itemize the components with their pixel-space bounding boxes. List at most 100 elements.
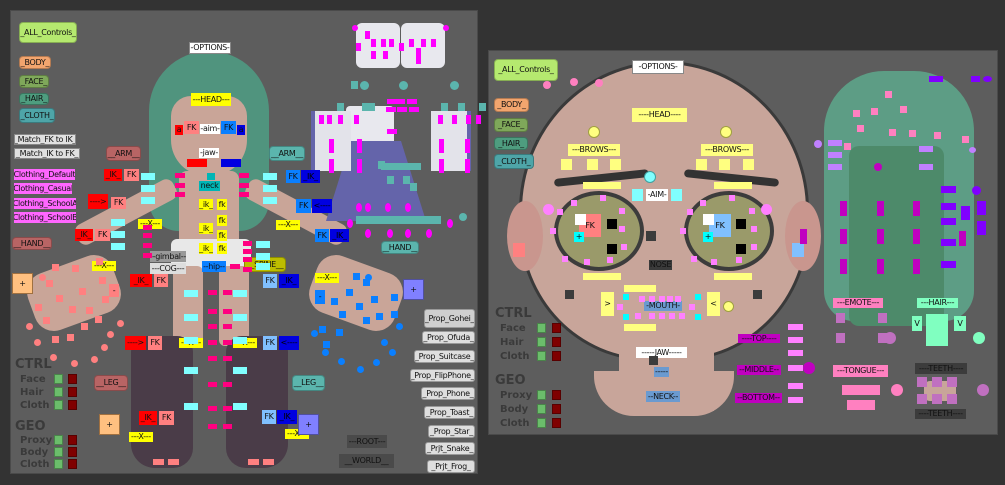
left-eye-control[interactable]: a [237, 125, 245, 135]
finger-control[interactable] [43, 317, 50, 324]
all-controls-button[interactable]: _ALL_Controls_ [494, 59, 558, 81]
hair-front-control[interactable] [962, 136, 969, 143]
neck-mid-control[interactable]: ----- [654, 367, 669, 377]
finger-control[interactable] [46, 280, 53, 287]
skirt-hem-control[interactable] [426, 229, 432, 238]
emote-control[interactable] [836, 333, 845, 343]
finger-control[interactable] [391, 294, 398, 301]
geo-body-show-toggle[interactable] [54, 447, 63, 457]
hair-front-control[interactable] [909, 130, 916, 137]
upper-lid-line[interactable] [714, 182, 752, 189]
hair-front-control[interactable] [889, 129, 896, 136]
lip-control[interactable] [649, 296, 655, 302]
hair-left-v-control[interactable]: V [912, 316, 922, 331]
finger-control[interactable] [35, 304, 42, 311]
tongue-master-control[interactable] [891, 384, 903, 396]
left-hand-group-button[interactable]: __HAND__ [381, 241, 419, 254]
right-eye-fk-control[interactable]: FK [184, 121, 199, 134]
right-hand-fk-switch[interactable]: FK [95, 229, 110, 241]
right-leg-ik-to-fk-arrow[interactable]: ----> [125, 336, 146, 350]
hair-front-control[interactable] [857, 125, 864, 132]
leg-twist-bar[interactable] [208, 424, 217, 429]
forearm-fk-bar[interactable] [111, 243, 125, 250]
bodice-control[interactable] [387, 99, 397, 104]
right-eye-ring-control[interactable] [711, 259, 717, 265]
mouth-corner-control[interactable] [623, 294, 629, 300]
right-eye-ring-control[interactable] [680, 228, 686, 234]
hair-accessory-control[interactable] [971, 76, 980, 82]
left-eye-plus-control[interactable]: + [574, 232, 584, 242]
hair-side-control[interactable] [788, 337, 803, 343]
right-hand-ik-switch[interactable]: _IK_ [75, 229, 93, 241]
right-arm-fk-button[interactable]: FK [111, 197, 126, 209]
ctrl-hair-hide-toggle[interactable] [68, 387, 77, 397]
forearm-twist-bar[interactable] [143, 225, 152, 230]
left-eye-ring-control[interactable] [607, 257, 613, 263]
left-elbow-x-control[interactable]: ---X--- [276, 220, 300, 230]
mouth-master-control[interactable] [723, 301, 734, 312]
left-eye-ring-control[interactable] [619, 226, 625, 232]
hair-strand-control[interactable] [919, 146, 933, 152]
pupil-control[interactable] [736, 244, 746, 254]
skirt-hem-control[interactable] [385, 203, 391, 212]
right-foot-ik-switch[interactable]: _IK_ [139, 411, 157, 425]
forearm-twist-bar[interactable] [243, 257, 252, 262]
hair-group-button[interactable]: _HAIR_ [19, 93, 49, 105]
mouth-corner-control[interactable] [623, 314, 629, 320]
right-arm-ik-to-fk-arrow[interactable]: ----> [88, 194, 108, 209]
spine-fk-2[interactable]: fk [217, 215, 227, 226]
eye-highlight-control[interactable] [703, 214, 714, 225]
finger-tip-control[interactable] [389, 349, 396, 356]
sleeve-control[interactable] [319, 115, 324, 124]
ctrl-cloth-hide-toggle[interactable] [68, 400, 77, 410]
skirt-hem-control[interactable] [356, 203, 362, 212]
finger-tip-control[interactable] [357, 366, 364, 373]
nose-bridge-control[interactable] [646, 231, 656, 241]
twist-bar[interactable] [175, 183, 185, 188]
lip-control[interactable] [659, 296, 665, 302]
finger-tip-control[interactable] [381, 339, 388, 346]
braid-side-control[interactable] [961, 206, 970, 220]
nose-control[interactable]: NOSE [649, 260, 672, 270]
sleeve-control[interactable] [338, 115, 343, 124]
hair-strand-control[interactable] [919, 164, 933, 170]
finger-control[interactable] [376, 313, 383, 320]
finger-tip-control[interactable] [338, 358, 345, 365]
leg-fk-bar[interactable] [233, 367, 247, 374]
options-button[interactable]: -OPTIONS- [632, 60, 684, 74]
left-foot-plus-control[interactable]: + [298, 414, 319, 435]
left-eye-ring-control[interactable] [584, 259, 590, 265]
right-lip-control[interactable] [187, 159, 207, 167]
right-eye-ring-control[interactable] [700, 200, 706, 206]
hair-side-master-control[interactable] [803, 362, 815, 374]
right-eye-fk-control[interactable]: FK [709, 214, 731, 237]
mouth-corner-control[interactable] [695, 294, 701, 300]
hair-side-control[interactable] [788, 365, 803, 371]
ctrl-hair-show-toggle[interactable] [537, 337, 546, 347]
geo-cloth-show-toggle[interactable] [54, 459, 63, 469]
spine-ik-3[interactable]: _ik_ [199, 243, 213, 254]
sleeve-master-control[interactable] [450, 81, 459, 90]
sleeve-v-control[interactable] [458, 103, 465, 111]
hair-middle-control[interactable]: --MIDDLE-- [737, 365, 781, 375]
body-group-button[interactable]: _BODY_ [494, 98, 529, 112]
leg-twist-bar[interactable] [223, 340, 232, 345]
toe-control[interactable] [263, 459, 274, 465]
shirt-control[interactable] [383, 51, 388, 59]
options-button[interactable]: -OPTIONS- [189, 42, 231, 54]
aim-left-control[interactable] [632, 189, 643, 201]
shirt-control[interactable] [416, 48, 421, 56]
hair-accessory-control[interactable] [929, 76, 943, 82]
finger-tip-control[interactable] [117, 320, 124, 327]
teeth-control[interactable] [947, 377, 957, 387]
left-leg-ik-switch[interactable]: _IK_ [279, 274, 299, 288]
bodice-control[interactable] [407, 99, 417, 104]
ctrl-face-hide-toggle[interactable] [68, 374, 77, 384]
leg-twist-bar[interactable] [208, 309, 217, 314]
chin-control[interactable] [207, 173, 215, 180]
shirt-control[interactable] [389, 39, 394, 47]
pupil-control[interactable] [736, 219, 746, 229]
shirt-control[interactable] [371, 51, 376, 59]
leg-twist-bar[interactable] [223, 406, 232, 411]
arm-fk-bar[interactable] [141, 197, 155, 204]
